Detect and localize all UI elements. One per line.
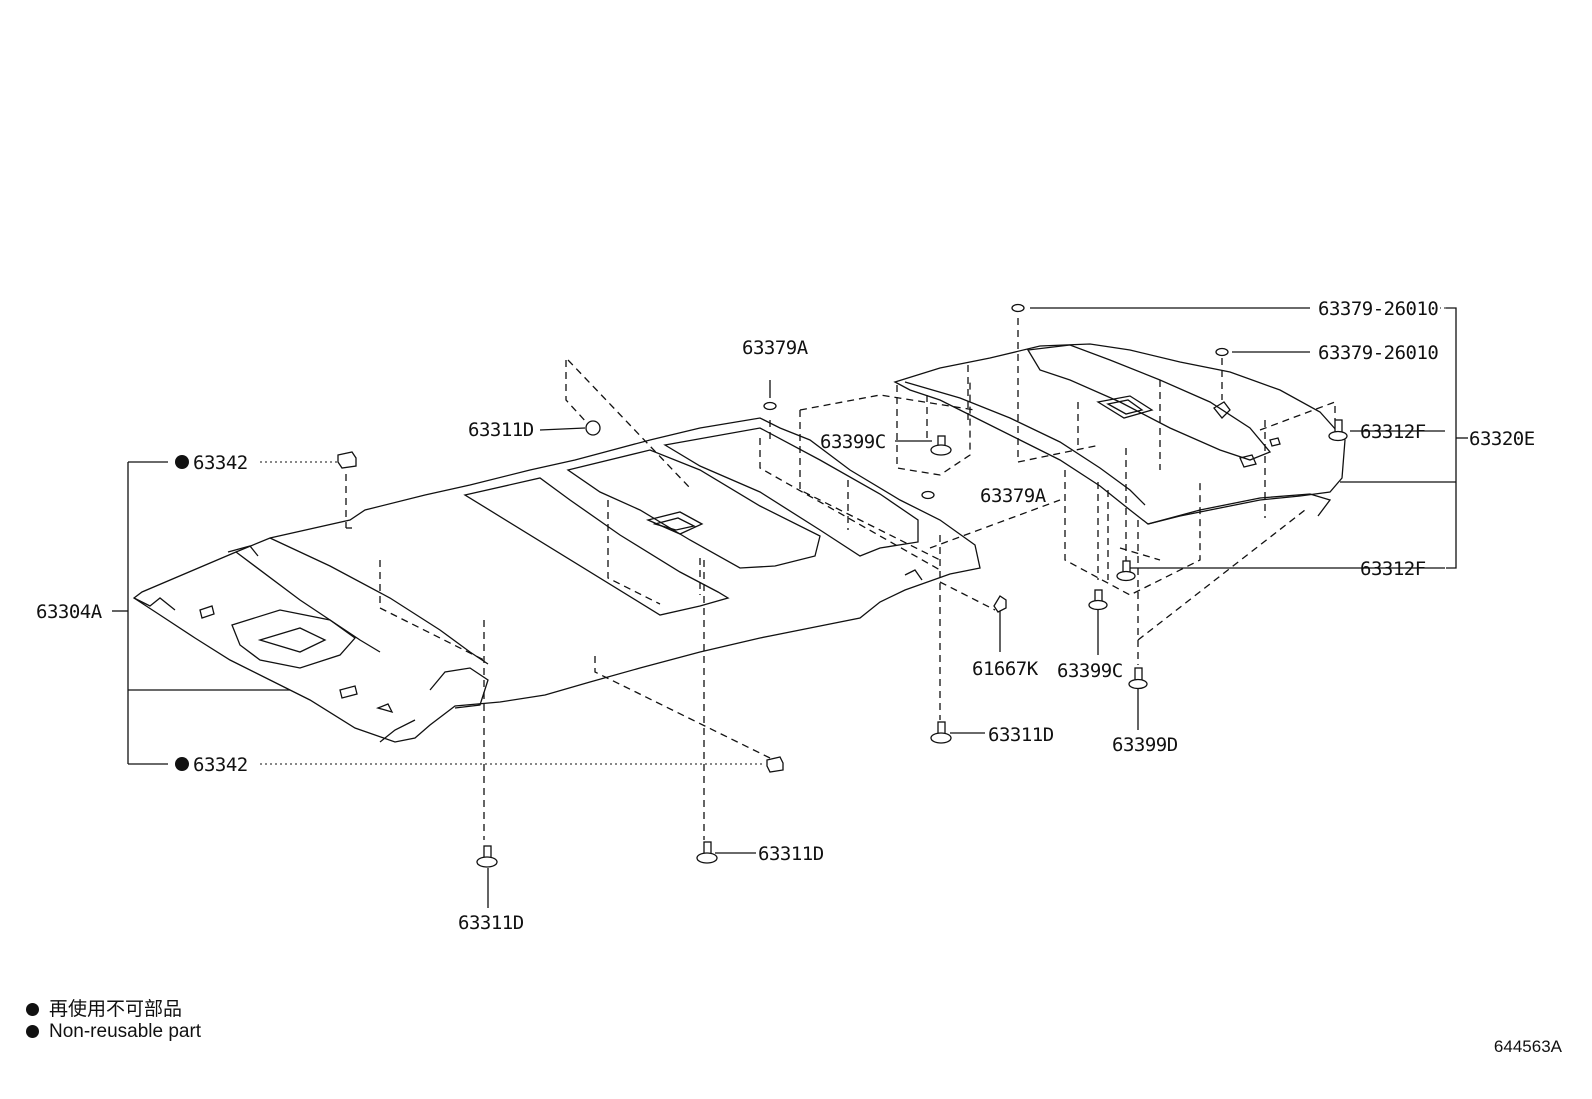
non-reusable-marker-top — [175, 455, 189, 469]
label-63312F-lower: 63312F — [1360, 558, 1426, 580]
label-63311D-middle: 63311D — [988, 724, 1054, 746]
non-reusable-dot-icon — [26, 1025, 39, 1038]
label-63304A: 63304A — [36, 601, 103, 623]
leader-lines — [112, 307, 1468, 908]
legend-jp-text: 再使用不可部品 — [49, 999, 183, 1020]
clip-63342-top — [337, 451, 357, 469]
clip-63379A-upper — [763, 401, 777, 411]
legend-en-text: Non-reusable part — [49, 1021, 202, 1042]
clip-61667K — [993, 595, 1007, 613]
label-63312F-upper: 63312F — [1360, 421, 1426, 443]
label-63311D-upper: 63311D — [468, 419, 534, 441]
label-63311D-lower-right: 63311D — [758, 843, 824, 865]
label-63379-26010-a: 63379-26010 — [1318, 298, 1438, 320]
clip-63342-bottom — [766, 756, 784, 773]
clip-63379-26010-b — [1215, 347, 1229, 357]
legend-non-reusable-en: Non-reusable part — [26, 1021, 201, 1043]
label-63399C-upper: 63399C — [820, 431, 886, 453]
label-63399D: 63399D — [1112, 734, 1178, 756]
clip-63311D-lower-right — [696, 841, 718, 864]
label-63311D-lower-left: 63311D — [458, 912, 524, 934]
clip-63312F-lower — [1116, 560, 1136, 582]
label-63320E: 63320E — [1469, 428, 1535, 450]
clip-63379-26010-a — [1011, 303, 1025, 313]
alignment-lines — [345, 318, 1336, 840]
label-63379-26010-b: 63379-26010 — [1318, 342, 1438, 364]
clip-63399C-lower — [1088, 589, 1108, 611]
label-63399C-lower: 63399C — [1057, 660, 1123, 682]
clip-63311D-upper — [585, 420, 601, 436]
front-headliner-panel — [132, 417, 981, 743]
clip-63399C-upper — [930, 435, 952, 456]
label-63379A-upper: 63379A — [742, 337, 809, 359]
rear-headliner-panel — [893, 343, 1346, 525]
non-reusable-dot-icon — [26, 1003, 39, 1016]
label-63342-bottom: 63342 — [193, 754, 248, 776]
legend-non-reusable-jp: 再使用不可部品 — [26, 994, 182, 1021]
label-63342-top: 63342 — [193, 452, 248, 474]
clip-63399D — [1128, 667, 1148, 690]
clip-63379A-lower — [921, 490, 935, 500]
figure-number: 644563A — [1493, 1037, 1562, 1056]
clip-63312F-upper — [1328, 419, 1348, 442]
dotted-leaders — [260, 307, 1446, 765]
clip-63311D-lower-left — [476, 845, 498, 868]
label-63379A-lower: 63379A — [980, 485, 1047, 507]
non-reusable-marker-bottom — [175, 757, 189, 771]
clip-63311D-middle — [930, 721, 952, 744]
label-61667K: 61667K — [972, 658, 1039, 680]
